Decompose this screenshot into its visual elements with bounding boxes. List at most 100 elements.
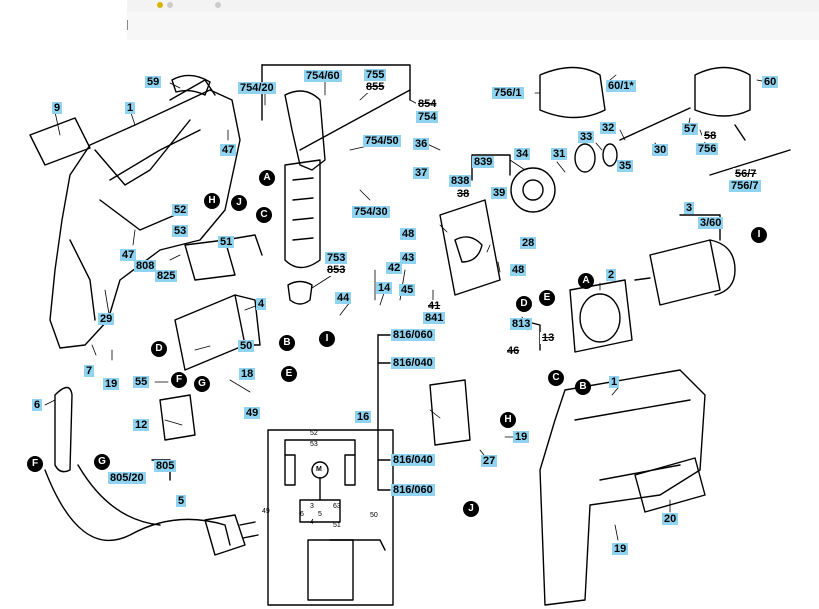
part-label: 52 [172, 204, 189, 216]
ref-marker: B [575, 379, 591, 395]
part-label: 5 [176, 495, 187, 507]
ref-marker: H [500, 412, 516, 428]
part-label: 49 [244, 407, 261, 419]
part-label: 754/30 [352, 206, 390, 218]
part-753 [287, 280, 313, 305]
part-label: 31 [551, 148, 568, 160]
part-label: 33 [578, 131, 595, 143]
ring-32 [602, 143, 618, 167]
part-label: 50 [238, 340, 255, 352]
part-label: 37 [413, 167, 430, 179]
part-label: 756/1 [492, 87, 524, 99]
part-label: 34 [514, 148, 531, 160]
part-label: 46 [505, 345, 522, 357]
aux-handle-754 [284, 90, 326, 171]
part-label: 838 [449, 175, 472, 187]
toolbar-strip [127, 12, 819, 40]
part-label: 20 [662, 513, 679, 525]
part-label: 753 [325, 252, 348, 264]
ref-marker: H [204, 193, 220, 209]
part-label: 6 [32, 399, 43, 411]
part-label: 2 [606, 269, 617, 281]
gear-plate [439, 199, 501, 296]
part-label: 754/50 [363, 135, 401, 147]
ref-marker: F [171, 372, 187, 388]
part-12 [159, 394, 196, 441]
part-label: 816/040 [391, 454, 435, 466]
part-label: 32 [600, 122, 617, 134]
part-label: 39 [491, 187, 508, 199]
part-label: 754 [416, 111, 439, 123]
part-label: 805 [154, 460, 177, 472]
ref-marker: B [279, 335, 295, 351]
ref-marker: I [751, 227, 767, 243]
depth-rod [299, 89, 411, 151]
part-label: 42 [386, 262, 403, 274]
switch-4 [174, 294, 246, 371]
part-label: 854 [416, 98, 439, 110]
stator-2 [569, 279, 633, 353]
part-label: 755 [364, 69, 387, 81]
part-label: 60 [762, 76, 779, 88]
schematic-label: 50 [370, 512, 378, 519]
part-label: 855 [364, 81, 387, 93]
part-label: 16 [355, 411, 372, 423]
schematic-label: 3 [310, 503, 314, 510]
part-label: 756/7 [729, 180, 761, 192]
schematic-label: 49 [262, 508, 270, 515]
ref-marker: D [516, 296, 532, 312]
part-label: 47 [220, 144, 237, 156]
part-label: 805/20 [108, 472, 146, 484]
ref-marker: J [463, 501, 479, 517]
gear-34 [510, 167, 556, 213]
toolbar-dot-icon[interactable] [215, 2, 221, 8]
toolbar-dot-icon[interactable] [157, 2, 163, 8]
part-label: 51 [218, 236, 235, 248]
part-label: 27 [481, 455, 498, 467]
part-label: 9 [52, 102, 63, 114]
schematic-label: M [316, 466, 322, 473]
ref-marker: J [231, 195, 247, 211]
ref-marker: G [194, 376, 210, 392]
part-label: 754/20 [238, 82, 276, 94]
part-label: 55 [133, 376, 150, 388]
part-label: 43 [400, 252, 417, 264]
ref-marker: C [256, 207, 272, 223]
ref-marker: C [548, 370, 564, 386]
part-label: 29 [98, 313, 115, 325]
part-label: 816/040 [391, 357, 435, 369]
part-label: 7 [84, 365, 95, 377]
ref-marker: D [151, 341, 167, 357]
spindle-30 [619, 107, 691, 141]
schematic-label: 52 [310, 430, 318, 437]
part-label: 825 [155, 270, 178, 282]
part-label: 853 [325, 264, 348, 276]
ref-marker: A [578, 273, 594, 289]
part-label: 19 [103, 378, 120, 390]
part-label: 35 [617, 160, 634, 172]
housing-1 [539, 369, 706, 606]
cable-guard-6 [54, 386, 73, 473]
part-label: 30 [652, 144, 669, 156]
part-label: 36 [413, 138, 430, 150]
part-label: 14 [376, 282, 393, 294]
ref-marker: E [281, 366, 297, 382]
part-label: 28 [520, 237, 537, 249]
wiring-schematic [267, 429, 394, 606]
chuck-756-1 [539, 66, 606, 119]
part-label: 57 [682, 123, 699, 135]
ref-marker: F [27, 456, 43, 472]
ref-marker: I [319, 331, 335, 347]
schematic-label: 53 [310, 441, 318, 448]
schematic-label: 51 [333, 522, 341, 529]
bearing-33 [574, 143, 596, 173]
part-label: 13 [540, 332, 557, 344]
brush-holder-16 [429, 379, 471, 446]
toolbar-dot-icon[interactable] [167, 2, 173, 8]
part-label: 4 [256, 298, 267, 310]
schematic-label: 63 [333, 503, 341, 510]
schematic-label: 5 [318, 511, 322, 518]
part-label: 48 [510, 264, 527, 276]
part-label: 58 [702, 130, 719, 142]
